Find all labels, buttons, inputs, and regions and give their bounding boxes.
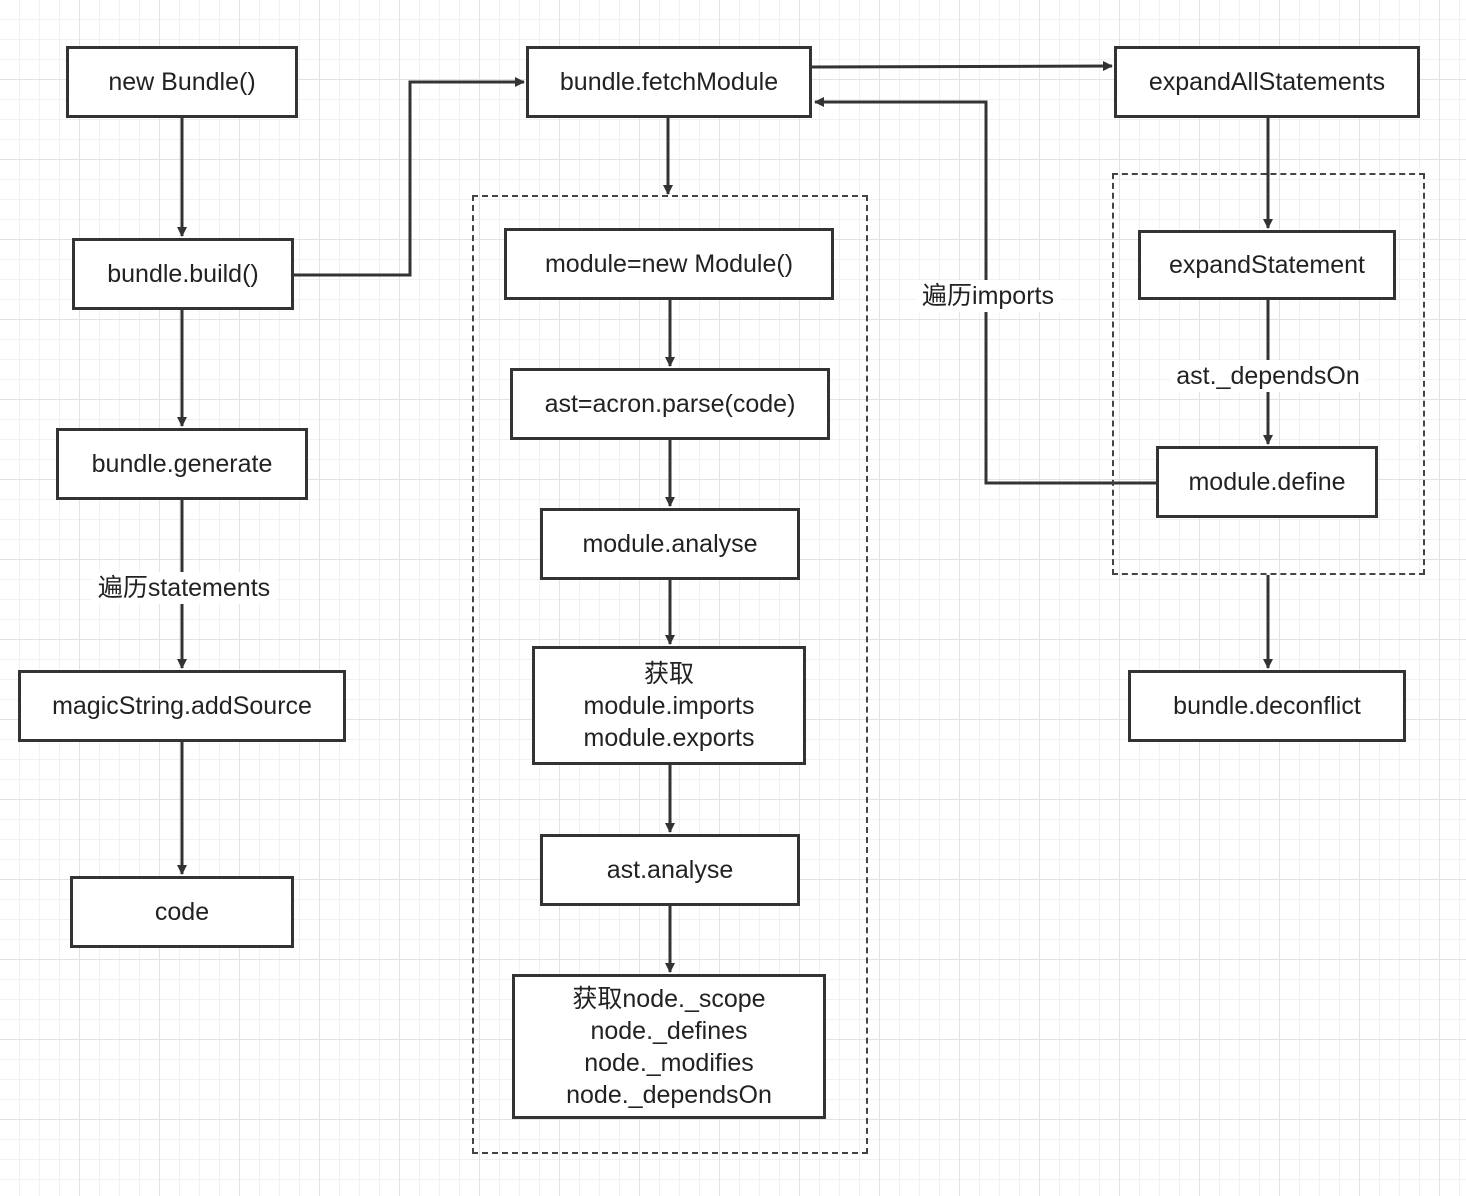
expand-statement-group [1112,173,1425,575]
magicstring-addsource-label: magicString.addSource [52,692,312,720]
ast-analyse-label: ast.analyse [606,856,734,884]
expand-statement-node: expandStatement [1138,230,1396,300]
get-node-props-line-4: node._dependsOn [566,1080,772,1109]
bundle-fetchmodule-label: bundle.fetchModule [559,68,779,96]
expand-all-statements-node: expandAllStatements [1114,46,1420,118]
get-imports-exports-node: 获取 module.imports module.exports [532,646,806,765]
get-node-props-line-1: 获取node._scope [572,984,766,1013]
bundle-deconflict-label: bundle.deconflict [1173,692,1361,720]
bundle-build-node: bundle.build() [72,238,294,310]
bundle-generate-node: bundle.generate [56,428,308,500]
ast-analyse-node: ast.analyse [540,834,800,906]
bundle-build-label: bundle.build() [107,260,259,288]
traverse-statements-label: 遍历statements [91,572,277,604]
module-analyse-label: module.analyse [582,530,758,558]
code-node: code [70,876,294,948]
traverse-imports-label: 遍历imports [916,280,1060,312]
get-node-props-line-2: node._defines [590,1016,748,1045]
edge-fetchmodule-to-expandall [811,61,1113,72]
module-new-node: module=new Module() [504,228,834,300]
module-define-node: module.define [1156,446,1378,518]
edge-build-to-fetchmodule [294,77,525,277]
bundle-deconflict-node: bundle.deconflict [1128,670,1406,742]
module-analyse-node: module.analyse [540,508,800,580]
code-label: code [154,898,210,926]
module-define-label: module.define [1188,468,1346,496]
magicstring-addsource-node: magicString.addSource [18,670,346,742]
bundle-fetchmodule-node: bundle.fetchModule [526,46,812,118]
ast-parse-label: ast=acron.parse(code) [544,390,796,418]
get-imports-exports-line-1: 获取 [643,659,694,688]
new-bundle-node: new Bundle() [66,46,298,118]
bundle-generate-label: bundle.generate [91,450,273,478]
get-node-props-node: 获取node._scope node._defines node._modifi… [512,974,826,1119]
get-imports-exports-line-2: module.imports [583,691,755,720]
ast-depends-on-label: ast._dependsOn [1170,360,1366,392]
fetch-module-group [472,195,868,1154]
get-node-props-line-3: node._modifies [584,1048,754,1077]
ast-parse-node: ast=acron.parse(code) [510,368,830,440]
new-bundle-label: new Bundle() [108,68,256,96]
module-new-label: module=new Module() [544,250,794,278]
expand-all-statements-label: expandAllStatements [1148,68,1386,96]
get-imports-exports-line-3: module.exports [583,723,755,752]
expand-statement-label: expandStatement [1169,251,1365,279]
